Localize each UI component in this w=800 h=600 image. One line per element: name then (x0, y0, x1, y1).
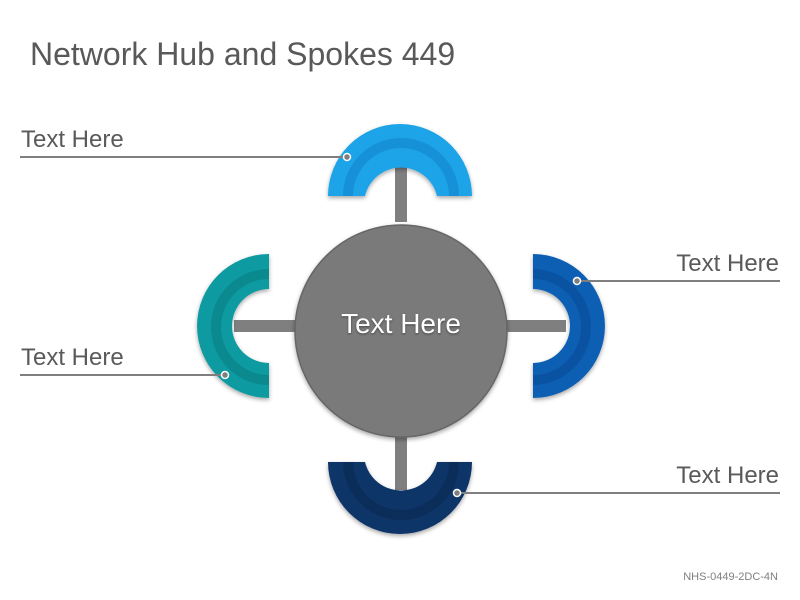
spoke-label-right: Text Here (676, 250, 779, 277)
leader-dot-bottom (452, 488, 462, 498)
spoke-label-left: Text Here (21, 344, 124, 371)
footer-code: NHS-0449-2DC-4N (683, 571, 778, 583)
arc-right (533, 254, 605, 398)
hub-label: Text Here (341, 308, 461, 339)
hub-circle (294, 224, 508, 438)
spoke-label-top: Text Here (21, 126, 124, 153)
arc-bottom (328, 462, 472, 534)
spoke-bar-top (395, 160, 407, 222)
spoke-bar-left (234, 320, 296, 332)
leader-dot-left (220, 370, 230, 380)
spoke-label-bottom: Text Here (676, 462, 779, 489)
leader-dot-right (572, 276, 582, 286)
arc-top (328, 124, 472, 196)
leader-dot-top (342, 152, 352, 162)
spoke-bar-bottom (395, 432, 407, 490)
arc-left (197, 254, 269, 398)
spoke-bar-right (506, 320, 566, 332)
page-title: Network Hub and Spokes 449 (30, 36, 456, 72)
